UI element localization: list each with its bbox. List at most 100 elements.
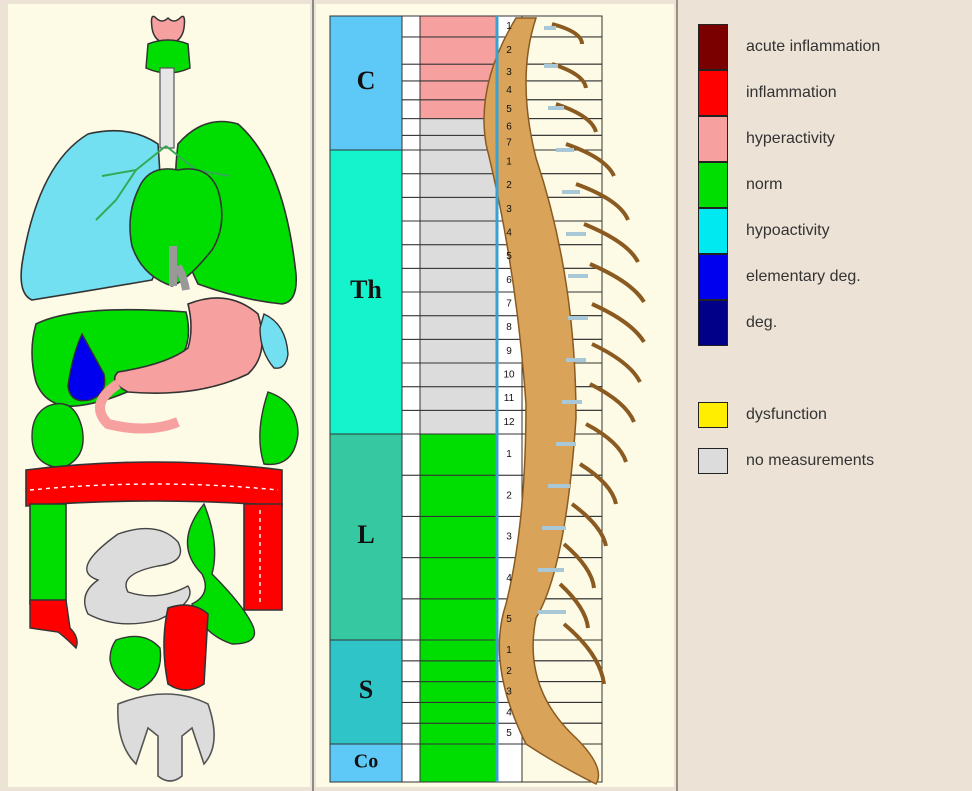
spine-segment-state[interactable]: [420, 661, 496, 682]
transverse-colon-organ[interactable]: [26, 462, 282, 506]
descending-colon-organ[interactable]: [244, 504, 282, 610]
spine-segment-state[interactable]: [420, 64, 496, 81]
spine-segment-state[interactable]: [420, 363, 496, 387]
spine-segment-number: 5: [506, 104, 512, 115]
legend-item-deg: deg.: [698, 300, 968, 330]
spine-region-label: S: [359, 675, 373, 704]
spine-segment-state[interactable]: [420, 410, 496, 434]
spine-segment-number: 2: [506, 45, 512, 56]
legend-swatch: [698, 254, 728, 300]
spine-segment-number: 12: [503, 417, 515, 428]
spine-segment-state[interactable]: [420, 387, 496, 411]
spine-segment-state[interactable]: [420, 81, 496, 100]
spine-segment-number: 4: [506, 85, 512, 96]
spine-segment-number: 3: [506, 67, 512, 78]
spine-segment-number: 1: [506, 156, 512, 167]
spine-segment-number: 6: [506, 122, 512, 133]
spine-segment-state[interactable]: [420, 221, 496, 245]
spine-segment-number: 5: [506, 728, 512, 739]
spine-segment-number: 1: [506, 449, 512, 460]
spine-segment-number: 7: [506, 298, 512, 309]
legend-item-dysfunction: dysfunction: [698, 402, 968, 432]
spine-segment-state[interactable]: [420, 558, 496, 599]
legend-label: inflammation: [746, 84, 837, 102]
spine-segment-state[interactable]: [420, 245, 496, 269]
legend-swatch: [698, 402, 728, 428]
spine-segment-number: 6: [506, 275, 512, 286]
legend-divider: [676, 0, 678, 791]
spine-segment-number: 3: [506, 532, 512, 543]
genitals-organ[interactable]: [118, 694, 214, 781]
spine-segment-state[interactable]: [420, 723, 496, 744]
spine-segment-number: 8: [506, 322, 512, 333]
spine-segment-state[interactable]: [420, 599, 496, 640]
legend-swatch: [698, 24, 728, 70]
spine-segment-state[interactable]: [420, 682, 496, 703]
legend-swatch: [698, 116, 728, 162]
spine-region-label: Co: [354, 751, 378, 773]
spine-segment-state[interactable]: [420, 268, 496, 292]
legend-item-inflammation: inflammation: [698, 70, 968, 100]
body-organ-diagram: [8, 4, 310, 787]
spine-segment-state[interactable]: [420, 702, 496, 723]
spine-segment-guide: [522, 81, 602, 100]
bladder-organ[interactable]: [110, 636, 161, 690]
spine-segment-state[interactable]: [420, 640, 496, 661]
spine-segment-guide: [522, 37, 602, 64]
spine-segment-state[interactable]: [420, 475, 496, 516]
spine-segment-number: 3: [506, 687, 512, 698]
spine-segment-state[interactable]: [420, 197, 496, 221]
spine-segment-state[interactable]: [420, 744, 496, 782]
spine-segment-state[interactable]: [420, 174, 496, 198]
spine-segment-number: 5: [506, 614, 512, 625]
panel-divider: [312, 0, 314, 791]
spine-segment-state[interactable]: [420, 16, 496, 37]
spine-region-label: L: [357, 520, 374, 549]
spine-segment-number: 5: [506, 251, 512, 262]
spine-segment-number: 2: [506, 490, 512, 501]
organ-map-panel: [8, 4, 310, 787]
left-kidney-organ[interactable]: [260, 392, 298, 464]
legend-label: elementary deg.: [746, 268, 861, 286]
trachea-organ: [160, 68, 174, 148]
legend-swatch: [698, 208, 728, 254]
right-kidney-organ[interactable]: [32, 404, 83, 468]
spine-segment-state[interactable]: [420, 150, 496, 174]
legend-item-acute-inflammation: acute inflammation: [698, 24, 968, 54]
cecum-organ[interactable]: [30, 600, 77, 648]
spine-segment-number: 1: [506, 645, 512, 656]
spine-segment-state[interactable]: [420, 516, 496, 557]
spine-segment-number: 4: [506, 227, 512, 238]
spine-segment-number: 3: [506, 204, 512, 215]
legend-item-no-measurements: no measurements: [698, 448, 968, 478]
spine-segment-number: 4: [506, 573, 512, 584]
spine-segment-number: 7: [506, 137, 512, 148]
rectum-organ[interactable]: [164, 605, 208, 690]
spine-region-label: Th: [350, 275, 382, 304]
legend-label: norm: [746, 176, 782, 194]
legend-item-hypoactivity: hypoactivity: [698, 208, 968, 238]
legend-item-elementary-deg: elementary deg.: [698, 254, 968, 284]
legend-swatch: [698, 162, 728, 208]
spleen-organ[interactable]: [260, 314, 288, 368]
legend-label: dysfunction: [746, 406, 827, 424]
spine-segment-number: 4: [506, 707, 512, 718]
spine-segment-state[interactable]: [420, 339, 496, 363]
legend-label: deg.: [746, 314, 777, 332]
spine-segment-number: 2: [506, 180, 512, 191]
legend-item-norm: norm: [698, 162, 968, 192]
spine-segment-state[interactable]: [420, 434, 496, 475]
legend-label: hypoactivity: [746, 222, 830, 240]
legend-label: no measurements: [746, 452, 874, 470]
legend-swatch: [698, 70, 728, 116]
spine-segment-number-cell: [496, 744, 522, 782]
spine-region-label: C: [357, 66, 376, 95]
legend-panel: acute inflammation inflammation hyperact…: [680, 0, 972, 791]
ascending-colon-organ[interactable]: [30, 504, 66, 604]
spine-segment-state[interactable]: [420, 316, 496, 340]
spine-segment-number: 10: [503, 369, 515, 380]
spine-segment-state[interactable]: [420, 292, 496, 316]
spine-segment-state[interactable]: [420, 37, 496, 64]
